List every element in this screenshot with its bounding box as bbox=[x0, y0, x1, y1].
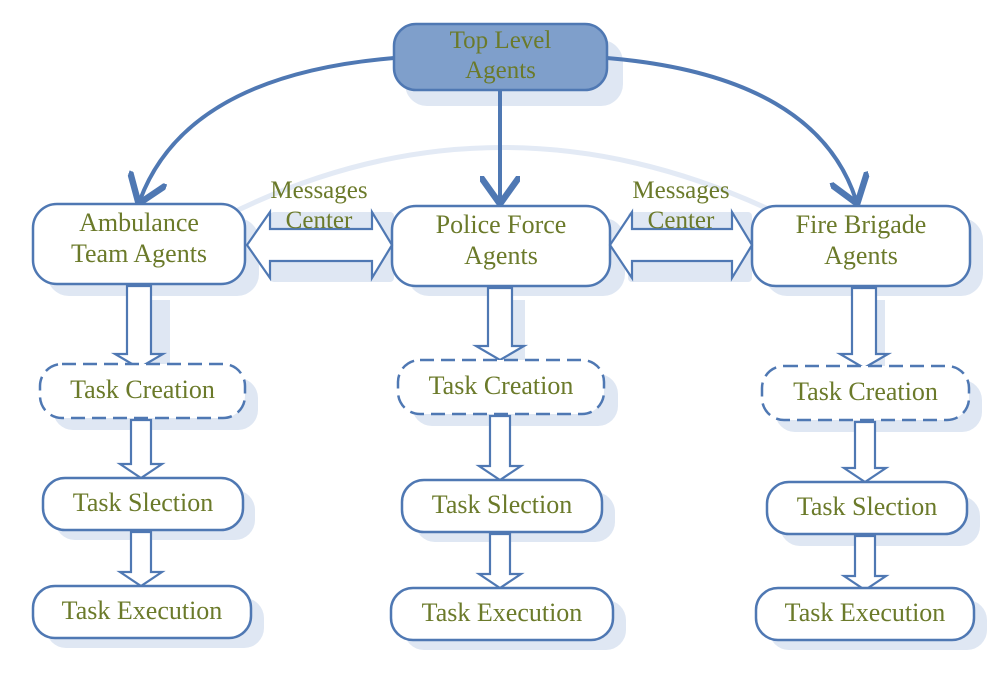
top-label-line1: Top Level bbox=[449, 27, 552, 54]
ambulance-task-creation-box bbox=[38, 362, 247, 420]
top-label-line2: Agents bbox=[465, 56, 536, 84]
messages-center-label-right: Messages Center bbox=[616, 176, 746, 235]
ambulance-task-selection-box bbox=[41, 476, 245, 532]
police-task-execution-box bbox=[389, 586, 615, 642]
messages-center-arrow-right bbox=[608, 208, 754, 282]
police-task-selection-box bbox=[400, 478, 604, 534]
top-to-ambulance-arrow bbox=[140, 56, 395, 200]
messages-center-label-left: Messages Center bbox=[254, 176, 384, 235]
messages-center-arrow-left bbox=[245, 208, 394, 282]
fire-down-arrow-3 bbox=[840, 534, 890, 592]
fire-agents-label: Fire Brigade Agents bbox=[752, 210, 970, 271]
fire-down-arrow-1 bbox=[835, 286, 893, 370]
police-agents-label: Police Force Agents bbox=[392, 210, 610, 271]
police-down-arrow-2 bbox=[475, 414, 525, 482]
police-task-creation-box bbox=[396, 358, 606, 416]
ambulance-task-execution-label: Task Execution bbox=[61, 596, 223, 625]
ambulance-task-selection-label: Task Slection bbox=[72, 488, 214, 517]
messages-center-left-line2: Center bbox=[285, 206, 353, 234]
fire-task-creation-box bbox=[760, 364, 971, 422]
top-level-agents-label: Top Level Agents bbox=[394, 24, 607, 85]
messages-center-right-line1: Messages bbox=[632, 177, 730, 204]
top-level-agents-box bbox=[392, 22, 609, 92]
ambulance-down-arrow-1 bbox=[110, 284, 168, 370]
fire-label-line2: Agents bbox=[824, 240, 898, 270]
police-task-creation-label: Task Creation bbox=[428, 371, 574, 400]
ambulance-agents-label: Ambulance Team Agents bbox=[33, 208, 245, 269]
police-label-line2: Agents bbox=[464, 240, 538, 270]
police-label-line1: Police Force bbox=[435, 210, 567, 239]
ambulance-task-creation-label: Task Creation bbox=[70, 375, 215, 404]
police-down-arrow-3 bbox=[475, 532, 525, 590]
ambulance-task-execution-box bbox=[31, 584, 253, 640]
fire-task-execution-box bbox=[754, 586, 976, 642]
police-task-execution-label: Task Execution bbox=[421, 598, 583, 627]
ambulance-down-arrow-3 bbox=[116, 530, 166, 588]
messages-center-left-line1: Messages bbox=[270, 177, 368, 204]
fire-label-line1: Fire Brigade bbox=[795, 210, 927, 239]
fire-down-arrow-2 bbox=[840, 420, 890, 484]
background-arc bbox=[188, 145, 822, 238]
ambulance-label-line2: Team Agents bbox=[70, 238, 208, 268]
police-down-arrow-1 bbox=[471, 286, 529, 362]
top-to-fire-arrow bbox=[606, 56, 856, 200]
fire-task-execution-label: Task Execution bbox=[784, 598, 946, 627]
fire-task-selection-label: Task Slection bbox=[796, 492, 938, 521]
fire-task-creation-label: Task Creation bbox=[793, 377, 938, 406]
ambulance-team-agents-box bbox=[31, 202, 247, 286]
ambulance-label-line1: Ambulance bbox=[79, 208, 199, 237]
messages-center-right-line2: Center bbox=[647, 206, 715, 234]
police-task-selection-label: Task Slection bbox=[431, 490, 573, 519]
ambulance-down-arrow-2 bbox=[116, 418, 166, 480]
fire-task-selection-box bbox=[765, 480, 969, 536]
